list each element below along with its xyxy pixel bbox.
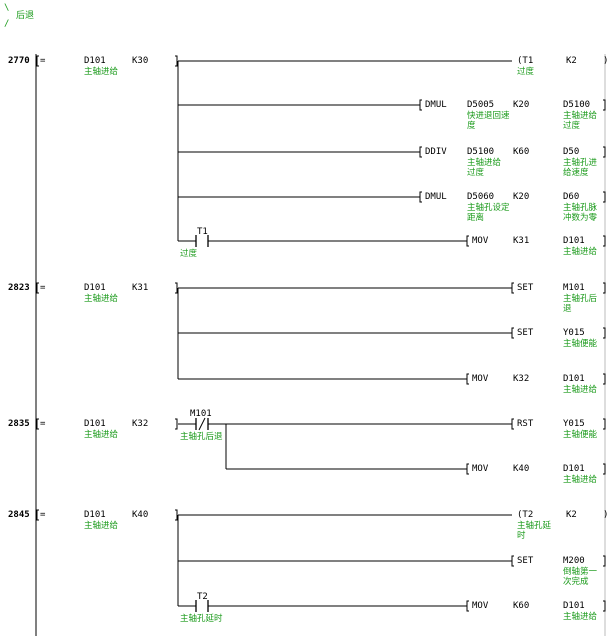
coil-close: )	[603, 56, 609, 66]
header-mark-bottom: /	[4, 19, 10, 29]
step-number[interactable]: 2845	[8, 510, 30, 520]
operand-constant[interactable]: K20	[513, 100, 530, 110]
device-comment: 快进退回速度	[467, 111, 510, 131]
timer-setpoint[interactable]: K2	[566, 510, 577, 520]
step-number[interactable]: 2823	[8, 283, 30, 293]
operand-dest[interactable]: D101	[563, 236, 585, 246]
timer-coil[interactable]: (T1	[517, 56, 534, 66]
operand-source[interactable]: D5100	[467, 147, 495, 157]
step-number[interactable]: 2770	[8, 56, 30, 66]
operand-dest[interactable]: D60	[563, 192, 580, 202]
device-comment: 主轴孔延时	[180, 614, 223, 624]
compare-operand-2[interactable]: K32	[132, 419, 149, 429]
device-comment: 主轴进给过度	[563, 111, 598, 131]
device-comment: 倒轴第一次完成	[563, 567, 598, 587]
header-title: 后退	[16, 11, 35, 21]
device-comment: 主轴孔后退	[563, 294, 598, 314]
operand-source[interactable]: D5060	[467, 192, 495, 202]
operand-dest[interactable]: M200	[563, 556, 585, 566]
compare-op[interactable]: =	[40, 56, 46, 66]
step-number[interactable]: 2835	[8, 419, 30, 429]
operand-dest[interactable]: D101	[563, 464, 585, 474]
instruction-op[interactable]: SET	[517, 283, 534, 293]
compare-op[interactable]: =	[40, 419, 46, 429]
compare-operand-1[interactable]: D101	[84, 510, 106, 520]
instruction-op[interactable]: DDIV	[425, 147, 447, 157]
operand-dest[interactable]: M101	[563, 283, 585, 293]
operand-dest[interactable]: D101	[563, 601, 585, 611]
compare-op[interactable]: =	[40, 283, 46, 293]
contact-label[interactable]: M101	[190, 409, 212, 419]
timer-setpoint[interactable]: K2	[566, 56, 577, 66]
compare-operand-2[interactable]: K40	[132, 510, 149, 520]
device-comment: 主轴孔设定距离	[467, 203, 510, 223]
device-comment: 主轴进给	[84, 294, 119, 304]
contact-label[interactable]: T1	[197, 227, 208, 237]
header-mark-top: \	[4, 3, 10, 13]
device-comment: 主轴进给	[563, 475, 598, 485]
instruction-op[interactable]: MOV	[472, 601, 489, 611]
operand-source[interactable]: K60	[513, 601, 530, 611]
device-comment: 主轴孔进给速度	[563, 158, 598, 178]
operand-dest[interactable]: Y015	[563, 328, 585, 338]
instruction-op[interactable]: MOV	[472, 374, 489, 384]
contact-label[interactable]: T2	[197, 592, 208, 602]
timer-coil[interactable]: (T2	[517, 510, 534, 520]
compare-op[interactable]: =	[40, 510, 46, 520]
device-comment: 主轴进给	[84, 430, 119, 440]
operand-dest[interactable]: D5100	[563, 100, 591, 110]
device-comment: 主轴进给	[84, 67, 119, 77]
compare-operand-1[interactable]: D101	[84, 419, 106, 429]
device-comment: 主轴便能	[563, 430, 598, 440]
device-comment: 主轴进给	[563, 247, 598, 257]
operand-source[interactable]: D5005	[467, 100, 495, 110]
device-comment: 主轴孔脉冲数为零	[563, 203, 598, 223]
compare-operand-2[interactable]: K30	[132, 56, 149, 66]
instruction-op[interactable]: RST	[517, 419, 534, 429]
device-comment: 主轴进给	[84, 521, 119, 531]
operand-source[interactable]: K31	[513, 236, 530, 246]
operand-dest[interactable]: D101	[563, 374, 585, 384]
operand-source[interactable]: K40	[513, 464, 530, 474]
compare-operand-1[interactable]: D101	[84, 283, 106, 293]
compare-operand-1[interactable]: D101	[84, 56, 106, 66]
device-comment: 主轴孔延时	[517, 521, 552, 541]
instruction-op[interactable]: DMUL	[425, 192, 447, 202]
operand-constant[interactable]: K20	[513, 192, 530, 202]
instruction-op[interactable]: MOV	[472, 236, 489, 246]
instruction-op[interactable]: SET	[517, 556, 534, 566]
instruction-op[interactable]: SET	[517, 328, 534, 338]
instruction-op[interactable]: DMUL	[425, 100, 447, 110]
device-comment: 主轴进给	[563, 385, 598, 395]
operand-dest[interactable]: Y015	[563, 419, 585, 429]
coil-close: )	[603, 510, 609, 520]
device-comment: 主轴进给过度	[467, 158, 502, 178]
device-comment: 过度	[517, 67, 535, 77]
compare-operand-2[interactable]: K31	[132, 283, 149, 293]
device-comment: 主轴进给	[563, 612, 598, 622]
device-comment: 主轴孔后退	[180, 432, 223, 442]
operand-source[interactable]: K32	[513, 374, 530, 384]
operand-dest[interactable]: D50	[563, 147, 580, 157]
device-comment: 过度	[180, 249, 198, 259]
instruction-op[interactable]: MOV	[472, 464, 489, 474]
operand-constant[interactable]: K60	[513, 147, 530, 157]
device-comment: 主轴便能	[563, 339, 598, 349]
